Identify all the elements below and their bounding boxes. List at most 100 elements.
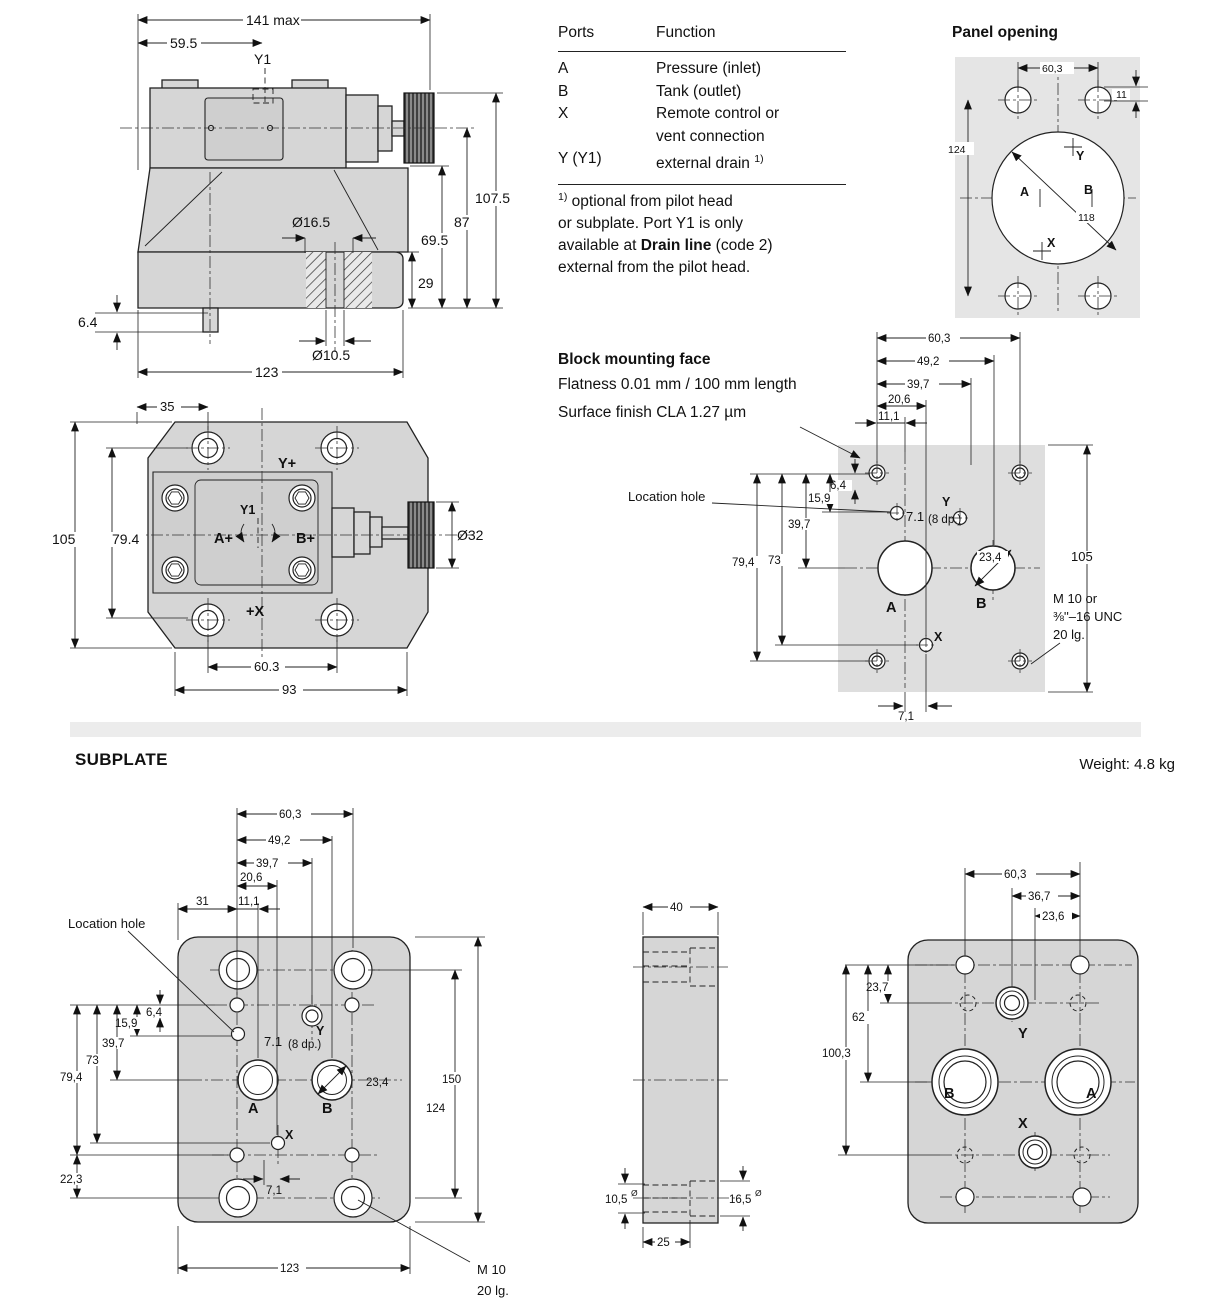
dim-105-face: 105 — [1071, 549, 1093, 564]
dim-31-sub: 31 — [196, 896, 209, 908]
dim-8dp-sub: (8 dp.) — [288, 1039, 321, 1051]
surface-finish-note: Surface finish CLA 1.27 µm — [558, 404, 747, 421]
dim-10-5-side: 10,5 — [605, 1194, 627, 1206]
table-row: Y (Y1) external drain 1) — [558, 148, 846, 176]
footnote-line3a: available at — [558, 237, 641, 255]
thread-note-line3: 20 lg. — [1053, 627, 1085, 642]
dim-73-sub: 73 — [86, 1055, 99, 1067]
label-x-face: X — [934, 630, 943, 644]
footnote-line3c: (code 2) — [711, 237, 773, 255]
label-y-face: Y — [942, 495, 951, 509]
weight-value: Weight: 4.8 kg — [1079, 756, 1175, 773]
table-row: X Remote control or — [558, 103, 846, 126]
block-mounting-face-notes: Block mounting face Flatness 0.01 mm / 1… — [558, 351, 878, 422]
dim-15-9-sub: 15,9 — [115, 1018, 137, 1030]
dim-79-4: 79.4 — [112, 531, 139, 547]
label-y-back: Y — [1018, 1026, 1028, 1042]
label-a-sub: A — [248, 1101, 259, 1117]
dim-25-side: 25 — [657, 1237, 670, 1249]
port-y-function: external drain — [656, 155, 750, 173]
label-b-plus-port: B+ — [296, 531, 315, 547]
dim-7-1-bottom-sub: 7,1 — [266, 1185, 282, 1197]
dia-symbol-right: Ø — [755, 1188, 762, 1198]
section-divider — [70, 722, 1141, 737]
label-x-sub: X — [285, 1128, 294, 1142]
port-b-function: Tank (outlet) — [656, 82, 742, 100]
port-a: A — [558, 60, 569, 77]
label-a-face: A — [886, 600, 897, 616]
dim-29: 29 — [418, 275, 434, 291]
label-x-plus-port: +X — [246, 604, 264, 620]
label-x-back: X — [1018, 1116, 1028, 1132]
label-y1-rotation: Y1 — [240, 503, 255, 517]
dim-23-6-back: 23,6 — [1042, 911, 1064, 923]
footnote-line2: or subplate. Port Y1 is only — [558, 215, 743, 233]
dim-20-6-face: 20,6 — [888, 394, 910, 406]
label-b-face: B — [976, 596, 986, 612]
location-hole-label-sub: Location hole — [68, 916, 145, 931]
location-hole-subplate — [230, 1026, 246, 1042]
subplate-small-holes — [229, 997, 360, 1163]
dim-36-7-back: 36,7 — [1028, 891, 1050, 903]
thread-note-line2: ⅜''–16 UNC — [1053, 609, 1122, 624]
label-x-panel: X — [1047, 236, 1056, 250]
dim-100-3-back: 100,3 — [822, 1048, 851, 1060]
mounting-base — [137, 251, 404, 309]
port-y: Y (Y1) — [558, 150, 602, 167]
thread-note-line1: M 10 or — [1053, 591, 1098, 606]
dim-118-panel: 118 — [1078, 212, 1095, 224]
block-mounting-face-drawing: 60,3 49,2 39,7 20,6 11,1 6,4 15,9 39,7 7… — [628, 332, 1122, 723]
valve-housing — [137, 167, 409, 253]
port-x: X — [558, 105, 569, 122]
dim-6-4: 6.4 — [78, 314, 98, 330]
dim-23-7-back: 23,7 — [866, 982, 888, 994]
footnote-block: 1) optional from pilot head or subplate.… — [558, 186, 863, 279]
dim-60-3-face: 60,3 — [928, 333, 950, 345]
dim-105: 105 — [52, 531, 76, 547]
dim-23-4-sub: 23,4 — [366, 1077, 389, 1089]
panel-opening-title: Panel opening — [952, 24, 1058, 41]
label-y-sub: Y — [316, 1024, 325, 1038]
x-port-subplate — [270, 1135, 286, 1151]
thread-note-sub-line1: M 10 — [477, 1262, 506, 1277]
dim-69-5: 69.5 — [421, 232, 448, 248]
dim-79-4-sub: 79,4 — [60, 1072, 83, 1084]
block-mounting-face-title: Block mounting face — [558, 351, 711, 368]
table-row: vent connection — [558, 126, 846, 149]
dim-49-2-face: 49,2 — [917, 356, 939, 368]
dim-87: 87 — [454, 214, 470, 230]
valve-side-view: 141 max 59.5 Y1 107.5 87 69.5 29 6.4 Ø16… — [78, 12, 516, 380]
dim-6-4-sub: 6,4 — [146, 1007, 163, 1019]
footnote-marker: 1) — [754, 153, 764, 165]
dim-124-panel: 124 — [948, 144, 966, 156]
panel-cutout-circle — [991, 131, 1125, 265]
label-b-panel: B — [1084, 183, 1093, 197]
port-a-function: Pressure (inlet) — [656, 60, 762, 77]
face-bolt-holes — [865, 461, 1032, 673]
dim-11-panel: 11 — [1116, 89, 1127, 101]
hex-socket-screws — [161, 484, 316, 584]
dim-141-max: 141 max — [246, 12, 300, 28]
label-y-panel: Y — [1076, 149, 1085, 163]
dim-150-sub: 150 — [442, 1074, 461, 1086]
dim-7-1-bottom-face: 7,1 — [898, 711, 914, 723]
y-port-subplate — [305, 1009, 319, 1023]
dim-7-1-face: 7.1 — [906, 509, 924, 524]
dim-60-3-sub: 60,3 — [279, 809, 301, 821]
dim-16-5-side: 16,5 — [729, 1194, 751, 1206]
dim-20-6-sub: 20,6 — [240, 872, 262, 884]
label-a-plus-port: A+ — [214, 531, 233, 547]
dim-73-face: 73 — [768, 555, 781, 567]
label-a-back: A — [1086, 1086, 1097, 1102]
dim-60-3-back: 60,3 — [1004, 869, 1026, 881]
dia-symbol-left: Ø — [631, 1188, 638, 1198]
dim-39-7-face: 39,7 — [907, 379, 929, 391]
valve-top-view: Y1 Y+ A+ B+ +X 35 105 79.4 Ø32 60.3 93 — [49, 399, 484, 697]
dim-123-sub: 123 — [280, 1263, 299, 1275]
corner-bolt-holes — [186, 426, 359, 642]
label-y-plus-port: Y+ — [278, 456, 296, 472]
label-a-panel: A — [1020, 185, 1029, 199]
dim-40-side: 40 — [670, 902, 683, 914]
col-header-function: Function — [656, 24, 716, 41]
